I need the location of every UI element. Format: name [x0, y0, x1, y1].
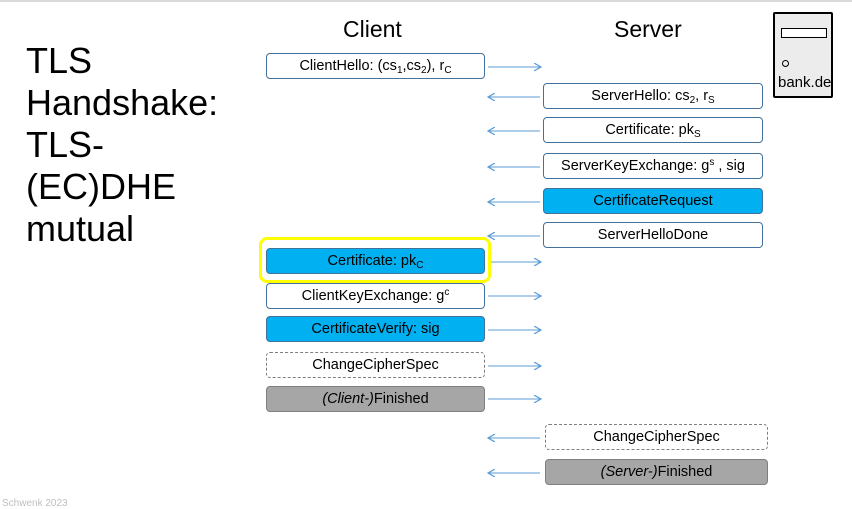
message-text-part: 2 [421, 65, 427, 76]
message-text-part: CertificateVerify: sig [311, 321, 440, 337]
message-text-part: ClientHello: (cs [299, 58, 397, 74]
message-text-part: ServerHello: cs [591, 88, 690, 104]
message-text-part: (Server-) [600, 464, 658, 480]
client-key-exchange-message: ClientKeyExchange: gc [266, 283, 485, 309]
message-text-part: ChangeCipherSpec [312, 357, 439, 373]
message-text-part: ,cs [402, 58, 422, 74]
top-rule [0, 0, 852, 2]
certificate-verify-message: CertificateVerify: sig [266, 316, 485, 342]
message-text-part: Certificate: pk [605, 122, 694, 138]
client-finished-message: (Client-)Finished [266, 386, 485, 412]
message-text-part: C [416, 260, 424, 271]
message-text-part: Finished [373, 391, 429, 407]
highlight-frame [259, 237, 491, 283]
server-column-header: Server [614, 16, 682, 42]
message-text-part: Certificate: pk [327, 253, 417, 269]
message-text-part: 2 [689, 95, 696, 106]
server-hello-message: ServerHello: cs2, rS [543, 83, 763, 109]
server-led [782, 60, 789, 67]
message-text-part: , sig [714, 158, 745, 174]
message-text-part: S [693, 129, 701, 140]
message-text-part: ServerKeyExchange: g [561, 158, 710, 174]
message-text-part: ClientKeyExchange: g [301, 288, 445, 304]
message-text-part: S [708, 95, 715, 106]
footer-credit: Schwenk 2023 [2, 498, 68, 509]
message-text-part: ), r [426, 58, 445, 74]
certificate-request-message: CertificateRequest [543, 188, 763, 214]
message-text-part: ServerHelloDone [597, 227, 709, 243]
slide-title: TLS Handshake: TLS- (EC)DHE mutual [26, 40, 219, 249]
message-text-part: (Client-) [322, 391, 374, 407]
message-text-part: , r [695, 88, 709, 104]
message-text-part: 1 [396, 65, 403, 76]
server-finished-message: (Server-)Finished [545, 459, 768, 485]
message-text-part: ChangeCipherSpec [593, 429, 720, 445]
message-text-part: Finished [657, 464, 713, 480]
client-change-cipher-spec-message: ChangeCipherSpec [266, 352, 485, 378]
server-change-cipher-spec-message: ChangeCipherSpec [545, 424, 768, 450]
client-certificate-message: Certificate: pkC [266, 248, 485, 274]
client-column-header: Client [343, 16, 402, 42]
server-icon: bank.de [773, 12, 833, 98]
server-key-exchange-message: ServerKeyExchange: gs , sig [543, 153, 763, 179]
message-text-part: c [444, 287, 450, 298]
server-slot [781, 28, 827, 38]
message-text-part: CertificateRequest [593, 193, 713, 209]
client-hello-message: ClientHello: (cs1,cs2), rC [266, 53, 485, 79]
message-text-part: C [444, 65, 452, 76]
message-text-part: s [709, 157, 715, 168]
server-certificate-message: Certificate: pkS [543, 117, 763, 143]
server-name: bank.de [778, 74, 832, 91]
server-hello-done-message: ServerHelloDone [543, 222, 763, 248]
